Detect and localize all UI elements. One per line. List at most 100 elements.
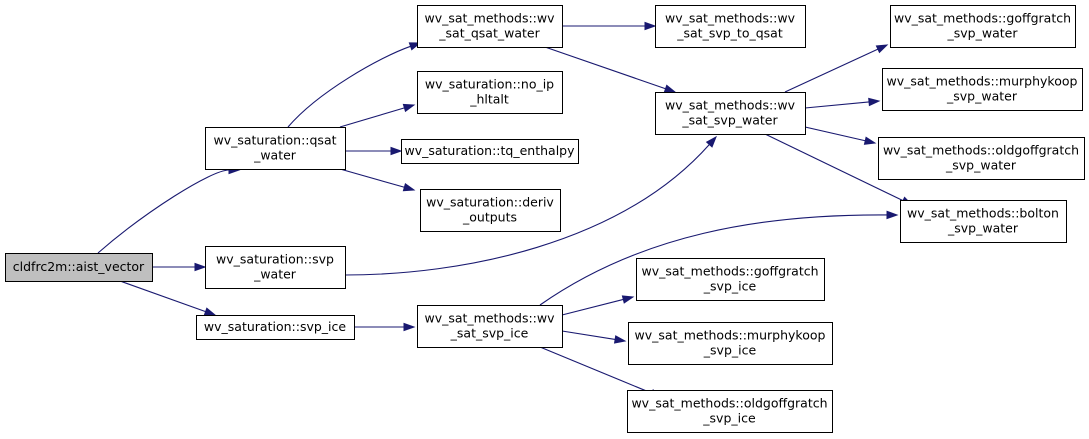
edge-line bbox=[97, 169, 230, 254]
node-label: wv_sat_methods::goffgratch bbox=[641, 264, 818, 279]
edge-line bbox=[119, 280, 206, 313]
node-svp_water[interactable]: wv_saturation::svp_water bbox=[205, 246, 346, 289]
edge-line bbox=[339, 107, 405, 128]
node-wv_svp_to_qsat[interactable]: wv_sat_methods::wv_sat_svp_to_qsat bbox=[655, 5, 806, 48]
arrowhead-icon bbox=[875, 44, 889, 54]
node-deriv_outputs[interactable]: wv_saturation::deriv_outputs bbox=[420, 189, 561, 232]
node-aist_vector[interactable]: cldfrc2m::aist_vector bbox=[5, 253, 153, 282]
node-label: wv_sat_methods::bolton bbox=[907, 206, 1059, 221]
edge-wv_qsat_water-to-wv_svp_to_qsat bbox=[562, 21, 657, 31]
node-label: _svp_water bbox=[947, 221, 1019, 236]
arrowhead-icon bbox=[613, 335, 627, 344]
node-label: wv_sat_methods::oldgoffgratch bbox=[883, 143, 1079, 158]
node-label: _sat_svp_water bbox=[681, 113, 778, 128]
node-label: _svp_ice bbox=[703, 343, 757, 358]
node-label: _sat_svp_ice bbox=[450, 326, 529, 341]
node-murphykoop_ice[interactable]: wv_sat_methods::murphykoop_svp_ice bbox=[628, 322, 833, 365]
node-label: wv_saturation::svp_ice bbox=[204, 319, 346, 334]
node-label: _sat_qsat_water bbox=[438, 26, 540, 41]
arrowhead-icon bbox=[705, 135, 717, 148]
node-box bbox=[655, 92, 806, 135]
node-label: wv_sat_methods::wv bbox=[424, 311, 555, 326]
node-label: wv_sat_methods::murphykoop bbox=[887, 74, 1078, 89]
node-svp_ice[interactable]: wv_saturation::svp_ice bbox=[196, 315, 355, 340]
arrowhead-icon bbox=[886, 210, 899, 220]
node-label: wv_sat_methods::goffgratch bbox=[894, 11, 1071, 26]
node-box bbox=[401, 139, 579, 164]
node-oldgoffgratch_ice[interactable]: wv_sat_methods::oldgoffgratch_svp_ice bbox=[627, 390, 833, 433]
node-murphykoop_water[interactable]: wv_sat_methods::murphykoop_svp_water bbox=[882, 68, 1083, 111]
node-box bbox=[420, 189, 561, 232]
edge-line bbox=[561, 330, 616, 340]
node-label: wv_sat_methods::wv bbox=[424, 11, 555, 26]
node-box bbox=[655, 5, 806, 48]
arrowhead-icon bbox=[621, 295, 635, 304]
edge-wv_svp_water-to-murphykoop_water bbox=[804, 97, 881, 109]
edge-wv_qsat_water-to-wv_svp_water bbox=[544, 46, 677, 93]
arrowhead-icon bbox=[402, 103, 416, 113]
node-goffgratch_ice[interactable]: wv_sat_methods::goffgratch_svp_ice bbox=[636, 258, 825, 301]
arrowhead-icon bbox=[194, 262, 207, 272]
edge-aist_vector-to-svp_ice bbox=[119, 280, 217, 316]
edge-wv_svp_ice-to-goffgratch_ice bbox=[561, 295, 635, 316]
node-label: _sat_svp_to_qsat bbox=[676, 26, 783, 41]
node-label: wv_saturation::tq_enthalpy bbox=[404, 143, 575, 158]
node-box bbox=[5, 253, 153, 282]
node-goffgratch_water[interactable]: wv_sat_methods::goffgratch_svp_water bbox=[890, 5, 1076, 48]
node-label: cldfrc2m::aist_vector bbox=[13, 259, 145, 274]
edge-line bbox=[339, 168, 405, 188]
node-label: _svp_water bbox=[946, 89, 1018, 104]
node-no_ip_hltalt[interactable]: wv_saturation::no_ip_hltalt bbox=[417, 71, 563, 114]
edge-line bbox=[539, 214, 888, 306]
node-tq_enthalpy[interactable]: wv_saturation::tq_enthalpy bbox=[401, 139, 579, 164]
node-oldgoffgratch_water[interactable]: wv_sat_methods::oldgoffgratch_svp_water bbox=[878, 137, 1085, 180]
edge-qsat_water-to-no_ip_hltalt bbox=[339, 103, 416, 128]
edge-svp_water-to-wv_svp_water bbox=[344, 135, 717, 276]
node-label: wv_sat_methods::wv bbox=[665, 98, 796, 113]
edge-aist_vector-to-svp_water bbox=[152, 262, 207, 272]
node-box bbox=[627, 390, 833, 433]
edge-qsat_water-to-wv_qsat_water bbox=[287, 42, 422, 128]
node-label: wv_saturation::deriv bbox=[426, 195, 554, 210]
node-qsat_water[interactable]: wv_saturation::qsat_water bbox=[205, 127, 346, 170]
node-box bbox=[882, 68, 1083, 111]
node-label: _hltalt bbox=[469, 92, 509, 107]
edge-wv_svp_ice-to-murphykoop_ice bbox=[561, 330, 627, 344]
arrowhead-icon bbox=[663, 84, 677, 93]
edge-line bbox=[539, 346, 652, 394]
node-label: _svp_ice bbox=[702, 411, 756, 426]
node-label: _outputs bbox=[462, 210, 517, 225]
node-box bbox=[636, 258, 825, 301]
node-label: wv_saturation::svp bbox=[216, 252, 334, 267]
edge-wv_svp_water-to-oldgoffgratch_water bbox=[804, 126, 877, 145]
node-box bbox=[878, 137, 1085, 180]
node-wv_qsat_water[interactable]: wv_sat_methods::wv_sat_qsat_water bbox=[417, 5, 563, 48]
node-label: _water bbox=[253, 267, 297, 282]
edge-line bbox=[544, 46, 666, 90]
arrowhead-icon bbox=[868, 97, 881, 107]
edge-aist_vector-to-qsat_water bbox=[97, 165, 241, 254]
node-wv_svp_water[interactable]: wv_sat_methods::wv_sat_svp_water bbox=[655, 92, 806, 135]
node-label: wv_sat_methods::wv bbox=[665, 11, 796, 26]
node-wv_svp_ice[interactable]: wv_sat_methods::wv_sat_svp_ice bbox=[417, 305, 563, 348]
node-box bbox=[417, 305, 563, 348]
arrowhead-icon bbox=[403, 322, 416, 332]
node-label: wv_saturation::qsat bbox=[213, 133, 336, 148]
node-box bbox=[205, 246, 346, 289]
node-box bbox=[417, 5, 563, 48]
edge-line bbox=[344, 144, 710, 276]
node-label: wv_sat_methods::oldgoffgratch bbox=[631, 396, 827, 411]
node-label: _water bbox=[253, 148, 297, 163]
node-label: _svp_water bbox=[947, 26, 1019, 41]
node-label: _svp_water bbox=[945, 158, 1017, 173]
edge-line bbox=[784, 48, 879, 93]
node-box bbox=[900, 200, 1067, 243]
arrowhead-icon bbox=[644, 21, 657, 31]
nodes-layer: cldfrc2m::aist_vector wv_saturation::qsat… bbox=[5, 5, 1085, 433]
node-bolton_water[interactable]: wv_sat_methods::bolton_svp_water bbox=[900, 200, 1067, 243]
node-label: wv_sat_methods::murphykoop bbox=[635, 328, 826, 343]
edge-wv_svp_ice-to-bolton_water bbox=[539, 210, 899, 306]
node-box bbox=[890, 5, 1076, 48]
node-box bbox=[205, 127, 346, 170]
